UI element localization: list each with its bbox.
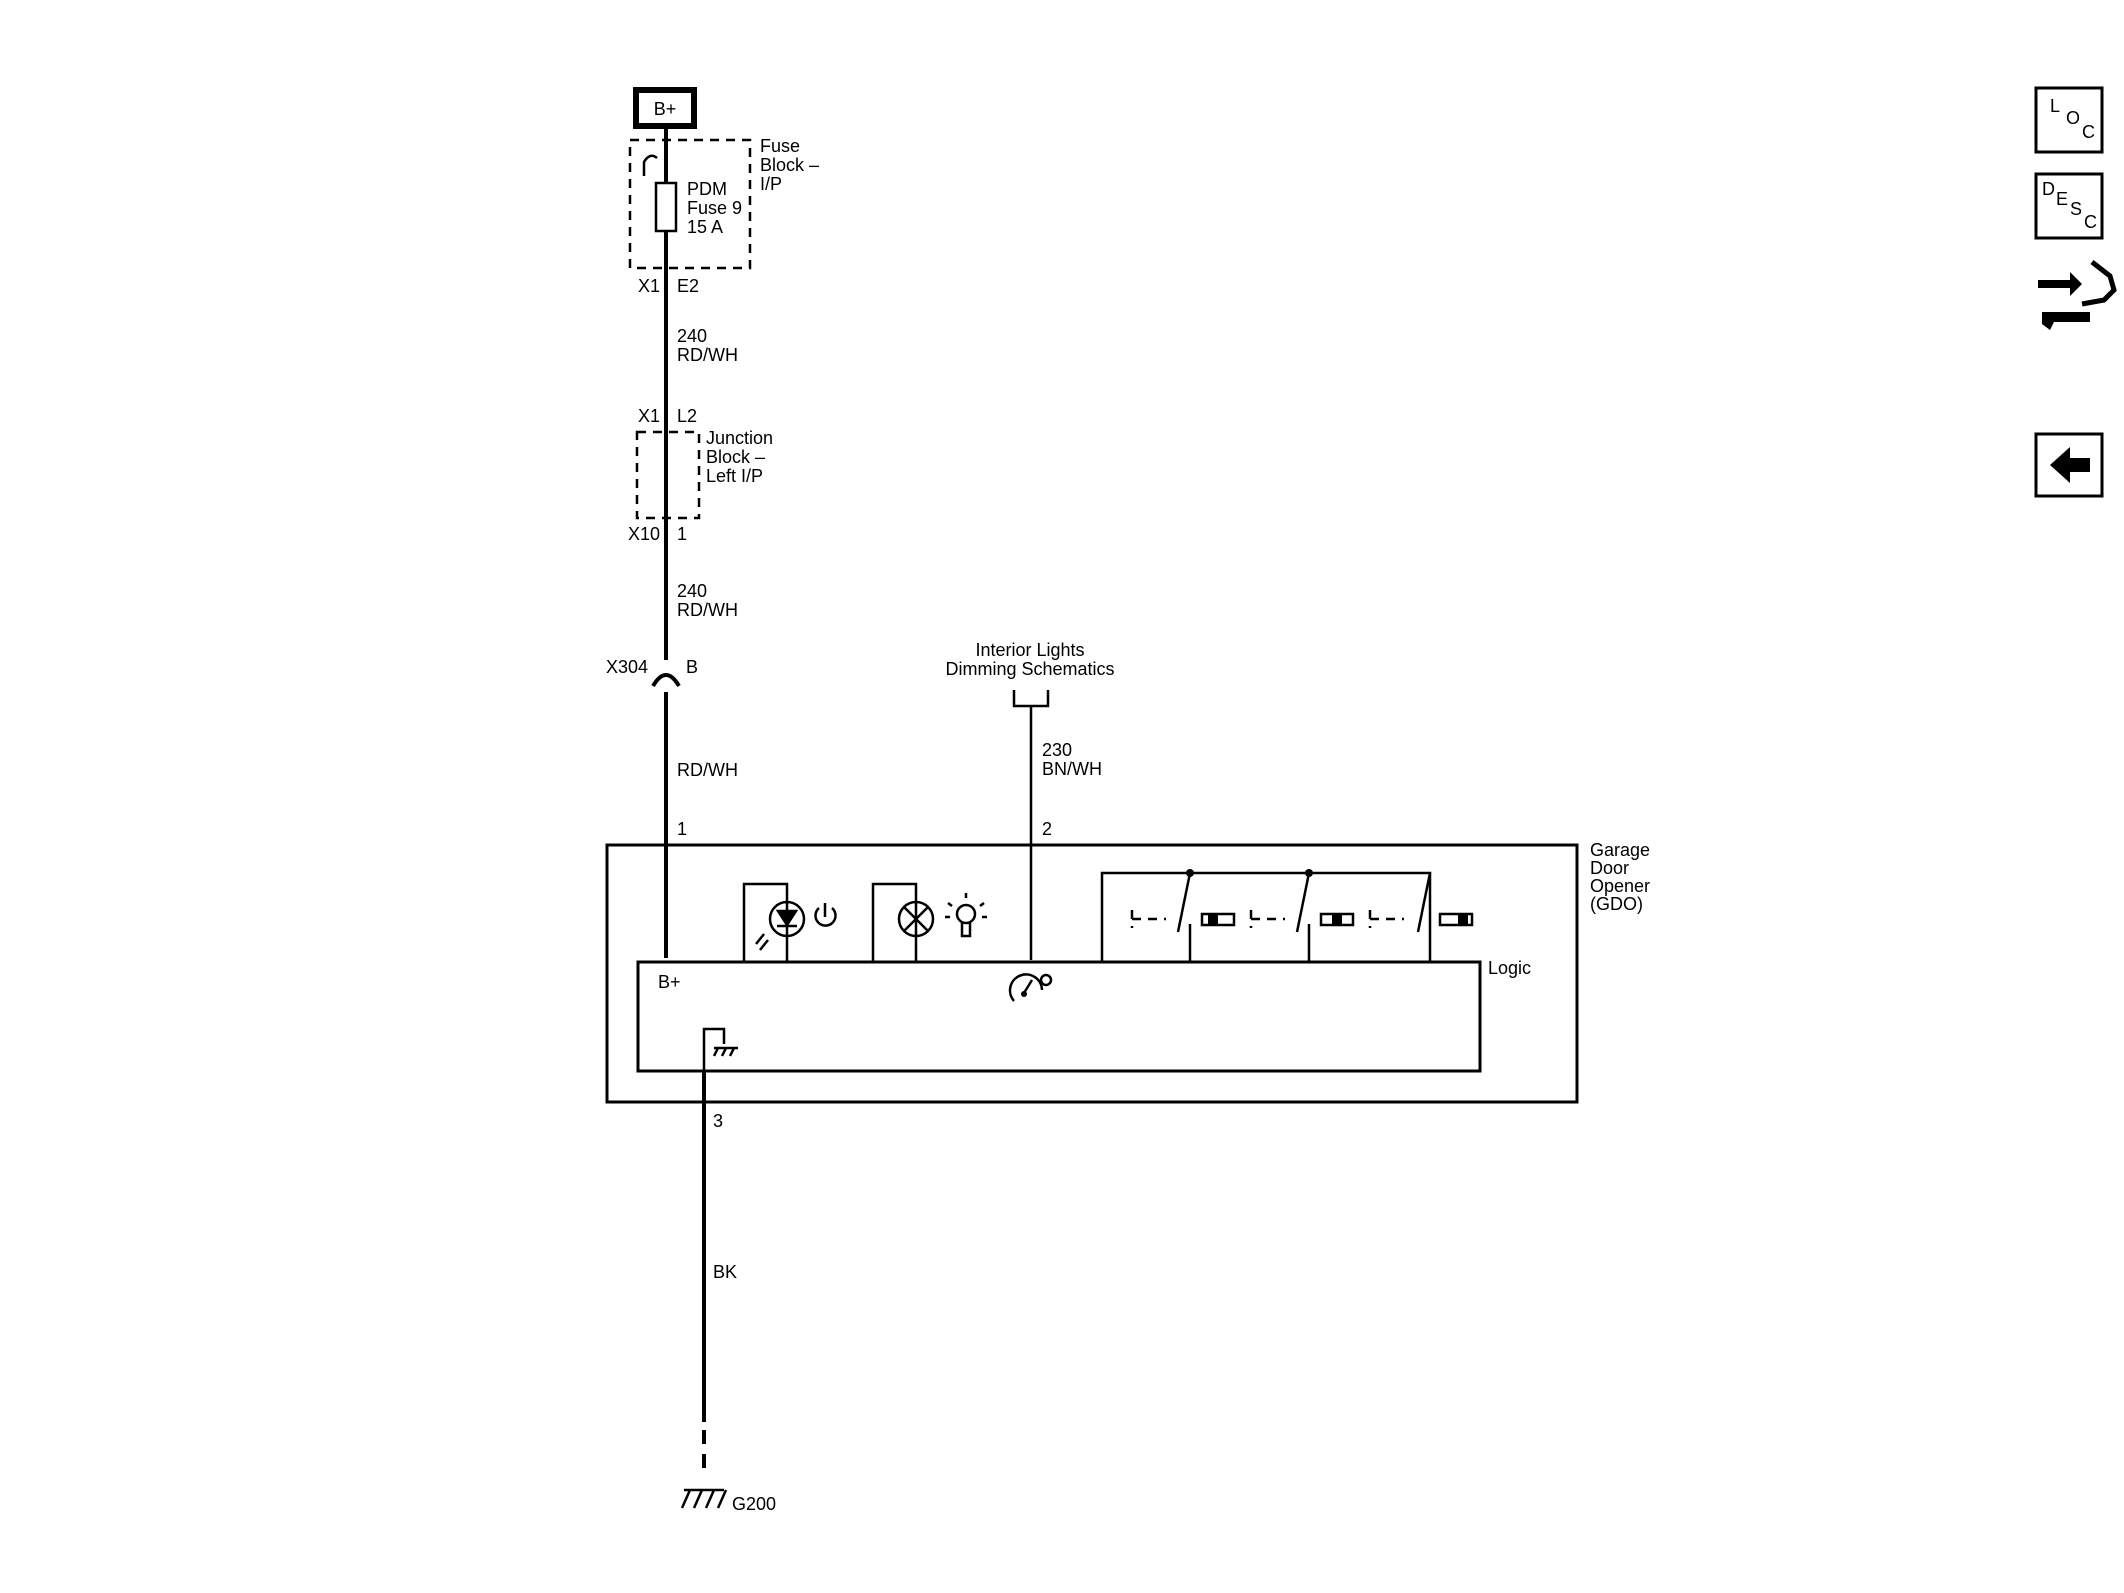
junction-block: X1 L2 Junction Block – Left I/P X10 1 [628, 406, 773, 544]
description-button[interactable]: D E S C [2034, 172, 2104, 240]
fuse-block-name-3: I/P [760, 174, 782, 194]
button-icon [1438, 912, 1474, 927]
loc-letter-c: C [2082, 122, 2095, 142]
inline-connector-x304: X304 B [606, 657, 698, 688]
fuse-block-name-1: Fuse [760, 136, 800, 156]
wire-2-circuit: 240 [677, 581, 707, 601]
ground-g200: G200 [680, 1488, 776, 1514]
module-outline [605, 843, 1579, 1104]
wire-3-color: RD/WH [677, 760, 738, 780]
logic-label: Logic [1488, 958, 1531, 978]
junction-top-connector: X1 [638, 406, 660, 426]
fuse-block-pin: E2 [677, 276, 699, 296]
wire-dim-color: BN/WH [1042, 759, 1102, 779]
ground-icon [712, 1046, 738, 1057]
junction-name-1: Junction [706, 428, 773, 448]
dimmer-gauge-icon [1008, 973, 1053, 1002]
desc-letter-s: S [2070, 199, 2082, 219]
loc-letter-l: L [2050, 96, 2060, 116]
junction-top-pin: L2 [677, 406, 697, 426]
module-name-1: Garage [1590, 840, 1650, 860]
desc-letter-d: D [2042, 179, 2055, 199]
connector-symbol-icon [651, 673, 681, 688]
desc-letter-e: E [2056, 189, 2068, 209]
fuse-block: Fuse Block – I/P PDM Fuse 9 15 A X1 E2 [628, 136, 819, 296]
fuse-block-connector: X1 [638, 276, 660, 296]
pin-power-label: 1 [677, 819, 687, 839]
reference-bracket-icon [1012, 690, 1050, 708]
ground-wire-color: BK [713, 1262, 737, 1282]
light-bulb-icon [945, 893, 987, 938]
wire-2-color: RD/WH [677, 600, 738, 620]
button-icon [1200, 912, 1236, 927]
pin-dimming-label: 2 [1042, 819, 1052, 839]
fuse-label-2: Fuse 9 [687, 198, 742, 218]
location-button[interactable]: L O C [2034, 86, 2104, 154]
dimming-ref-line-1: Interior Lights [975, 640, 1084, 660]
led-indicator [742, 882, 837, 962]
fuse-block-bus-icon [642, 154, 658, 176]
wrench-icon [2042, 312, 2090, 330]
desc-letter-c: C [2084, 212, 2097, 232]
power-label: B+ [654, 99, 677, 119]
junction-bottom-pin: 1 [677, 524, 687, 544]
garage-door-opener-module: Garage Door Opener (GDO) 1 2 3 Logic B+ [605, 819, 1650, 1131]
internal-ground [702, 1027, 738, 1071]
module-name-3: Opener [1590, 876, 1650, 896]
logic-block [636, 960, 1482, 1073]
fuse-icon [654, 181, 678, 233]
module-name-4: (GDO) [1590, 894, 1643, 914]
module-name-2: Door [1590, 858, 1629, 878]
power-icon [814, 903, 837, 927]
wire-dim-circuit: 230 [1042, 740, 1072, 760]
inline-connector-name: X304 [606, 657, 648, 677]
fuse-label-1: PDM [687, 179, 727, 199]
ground-name: G200 [732, 1494, 776, 1514]
dimming-ref-line-2: Dimming Schematics [945, 659, 1114, 679]
wire-1-color: RD/WH [677, 345, 738, 365]
switch-1 [1130, 869, 1236, 962]
chassis-ground-icon [680, 1488, 728, 1509]
inline-connector-pin: B [686, 657, 698, 677]
back-arrow-icon [2050, 447, 2090, 483]
wire-1-circuit: 240 [677, 326, 707, 346]
light-rays-icon [755, 933, 769, 951]
junction-name-3: Left I/P [706, 466, 763, 486]
back-button[interactable] [2034, 432, 2104, 498]
dimming-reference: Interior Lights Dimming Schematics [945, 640, 1115, 708]
fuse-label-3: 15 A [687, 217, 723, 237]
connector-repair-button[interactable] [2030, 252, 2117, 332]
battery-power-source: B+ [633, 87, 697, 129]
junction-bottom-connector: X10 [628, 524, 660, 544]
switch-2 [1249, 869, 1355, 962]
backlight-lamp [871, 882, 987, 962]
button-switches [1100, 869, 1474, 962]
bplus-label: B+ [658, 972, 681, 992]
switch-3 [1368, 872, 1474, 933]
pin-ground-label: 3 [713, 1111, 723, 1131]
fuse-block-name-2: Block – [760, 155, 819, 175]
connector-plug-icon [2081, 260, 2117, 307]
loc-letter-o: O [2066, 108, 2080, 128]
button-icon [1319, 912, 1355, 927]
arrow-right-icon [2038, 272, 2082, 296]
junction-name-2: Block – [706, 447, 765, 467]
